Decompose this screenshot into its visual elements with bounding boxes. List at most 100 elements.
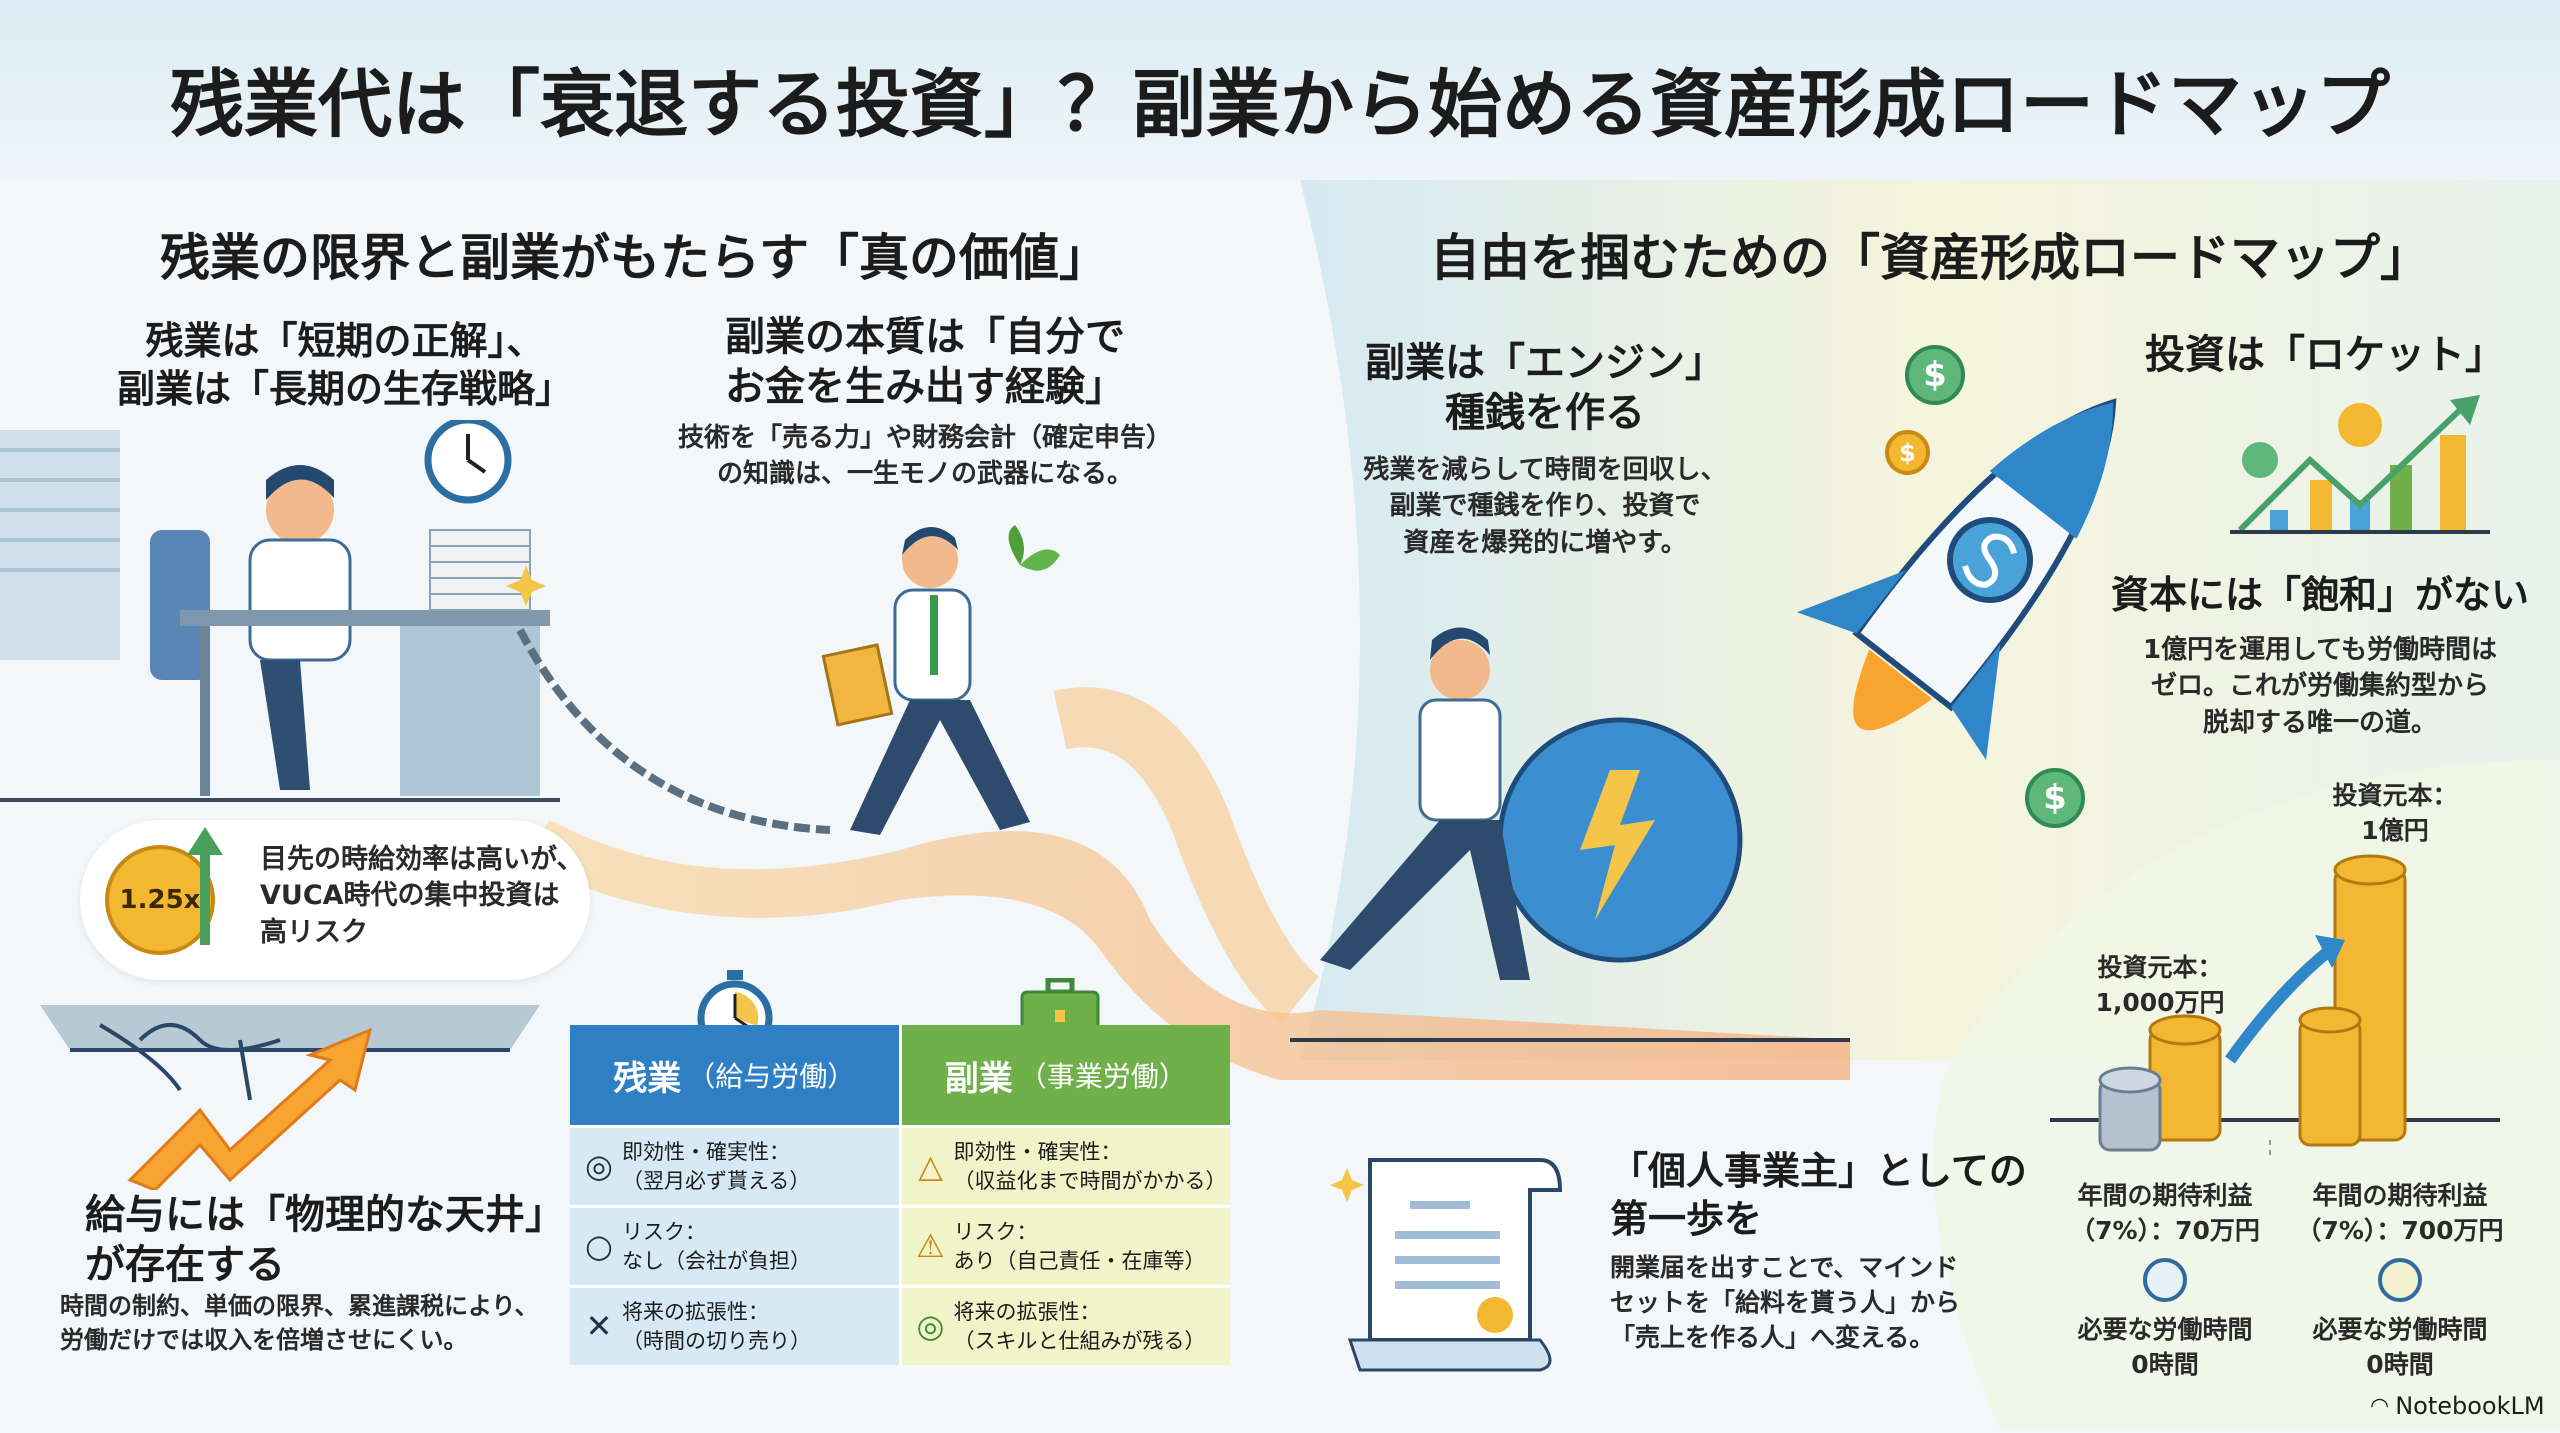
body-line: セットを「給料を貰う人」から xyxy=(1610,1288,1961,1317)
no-saturation-body: 1億円を運用しても労働時間は ゼロ。これが労働集約型から 脱却する唯一の道。 xyxy=(2110,632,2530,741)
right-section-heading: 自由を掴むための「資産形成ロードマップ」 xyxy=(1430,229,2430,287)
heading-line: 副業は「エンジン」 xyxy=(1365,340,1725,386)
principal-small-label: 投資元本： 1,000万円 xyxy=(2080,950,2240,1020)
clock-icon xyxy=(2143,1258,2187,1302)
body-line: 技術を「売る力」や財務会計（確定申告） xyxy=(677,423,1172,453)
sidejob-column-header: 副業（事業労働） xyxy=(898,1025,1230,1125)
stat-line: 必要な労働時間 xyxy=(2077,1315,2253,1344)
stat-line: （7%）：70万円 xyxy=(2070,1216,2260,1245)
no-saturation-heading: 資本には「飽和」がない xyxy=(2110,573,2529,617)
body-line: 高リスク xyxy=(260,916,368,948)
title-bar xyxy=(0,0,2560,180)
engine-body: 残業を減らして時間を回収し、 副業で種銭を作り、投資で 資産を爆発的に増やす。 xyxy=(1340,452,1750,561)
sidejob-essence-body: 技術を「売る力」や財務会計（確定申告） の知識は、一生モノの武器になる。 xyxy=(640,420,1210,493)
stat-line: （7%）：700万円 xyxy=(2296,1216,2504,1245)
rocket-heading: 投資は「ロケット」 xyxy=(2145,332,2505,378)
column-title: 副業 xyxy=(944,1058,1013,1099)
coin-multiplier-icon: 1.25x xyxy=(105,845,215,955)
column-title: 残業 xyxy=(613,1058,682,1099)
heading-line: が存在する xyxy=(85,1242,285,1288)
cell-value: （時間の切り売り） xyxy=(622,1328,811,1353)
sole-proprietor-body: 開業届を出すことで、マインド セットを「給料を貰う人」から 「売上を作る人」へ変… xyxy=(1610,1250,1960,1355)
heading-line: 副業は「長期の生存戦略」 xyxy=(116,366,573,411)
dollar-coin-icon: $ xyxy=(2025,768,2085,828)
body-line: ゼロ。これが労働集約型から xyxy=(2150,671,2489,702)
cell-label: 将来の拡張性： xyxy=(622,1300,769,1325)
label-line: 1億円 xyxy=(2361,816,2429,845)
double-circle-icon: ◎ xyxy=(585,1146,613,1185)
cell-label: 将来の拡張性： xyxy=(953,1300,1101,1325)
small-stack-stats: 年間の期待利益 （7%）：70万円 必要な労働時間 0時間 xyxy=(2060,1178,2270,1382)
cell-label: 即効性・確実性： xyxy=(953,1140,1122,1165)
notebooklm-brand: ◠ NotebookLM xyxy=(2370,1392,2545,1420)
large-stack-stats: 年間の期待利益 （7%）：700万円 必要な労働時間 0時間 xyxy=(2290,1178,2510,1382)
cell-value: なし（会社が負担） xyxy=(622,1248,811,1273)
body-line: の知識は、一生モノの武器になる。 xyxy=(716,459,1133,490)
body-line: 副業で種銭を作り、投資で xyxy=(1389,491,1701,522)
page-title: 残業代は「衰退する投資」？副業から始める資産形成ロードマップ xyxy=(170,62,2390,148)
body-line: 時間の制約、単価の限界、累進課税により、 xyxy=(60,1292,539,1320)
warning-icon: ⚠ xyxy=(916,1226,945,1265)
overtime-vs-sidejob-table: 残業（給与労働） 副業（事業労働） ◎ 即効性・確実性： （翌月必ず貰える） △ 即効… xyxy=(570,1025,1230,1365)
overtime-column-header: 残業（給与労働） xyxy=(570,1025,899,1125)
cell-label: リスク： xyxy=(953,1220,1038,1245)
rocket-and-engine-illustration xyxy=(1290,340,2210,1060)
label-line: 投資元本： xyxy=(2097,953,2223,982)
overtime-vs-sidejob-heading: 残業は「短期の正解」、 副業は「長期の生存戦略」 xyxy=(100,318,590,413)
heading-line: 残業は「短期の正解」、 xyxy=(145,319,545,363)
heading-line: 「個人事業主」としての xyxy=(1610,1149,2027,1193)
salary-ceiling-heading: 給与には「物理的な天井」 が存在する xyxy=(85,1190,565,1290)
body-line: 目先の時給効率は高いが、 xyxy=(260,844,584,875)
label-line: 1,000万円 xyxy=(2095,988,2225,1017)
column-subtitle: （事業労働） xyxy=(1018,1060,1187,1093)
left-section-heading: 残業の限界と副業がもたらす「真の価値」 xyxy=(160,229,1109,287)
sidejob-essence-heading: 副業の本質は「自分で お金を生み出す経験」 xyxy=(700,312,1150,412)
cell-value: （翌月必ず貰える） xyxy=(622,1168,811,1193)
heading-line: 副業の本質は「自分で xyxy=(725,314,1125,360)
heading-line: 第一歩を xyxy=(1610,1196,1763,1241)
circle-icon: ○ xyxy=(585,1226,613,1265)
body-line: 脱却する唯一の道。 xyxy=(2202,707,2437,738)
body-line: 残業を減らして時間を回収し、 xyxy=(1363,455,1727,485)
salary-ceiling-body: 時間の制約、単価の限界、累進課税により、 労働だけでは収入を倍増させにくい。 xyxy=(60,1290,539,1357)
cracked-ceiling-illustration xyxy=(40,1000,550,1192)
body-line: 1億円を運用しても労働時間は xyxy=(2142,635,2497,665)
table-row: ○ リスク： なし（会社が負担） ⚠ リスク： あり（自己責任・在庫等） xyxy=(570,1205,1230,1285)
principal-large-label: 投資元本： 1億円 xyxy=(2320,778,2470,848)
brand-label: NotebookLM xyxy=(2395,1392,2545,1420)
label-line: 投資元本： xyxy=(2332,781,2458,810)
body-line: 開業届を出すことで、マインド xyxy=(1610,1253,1959,1282)
coin-stacks-illustration xyxy=(2050,854,2500,1160)
sole-proprietor-heading: 「個人事業主」としての 第一歩を xyxy=(1610,1148,2027,1243)
body-line: 労働だけでは収入を倍増させにくい。 xyxy=(60,1325,468,1354)
dollar-coin-icon: $ xyxy=(1885,430,1930,475)
stat-line: 年間の期待利益 xyxy=(2312,1181,2488,1210)
cell-value: （収益化まで時間がかかる） xyxy=(953,1168,1227,1193)
body-line: VUCA時代の集中投資は xyxy=(260,880,560,912)
stat-line: 0時間 xyxy=(2366,1350,2434,1379)
cross-icon: ✕ xyxy=(585,1306,613,1345)
dollar-coin-icon: $ xyxy=(1905,345,1965,405)
body-line: 資産を爆発的に増やす。 xyxy=(1403,527,1687,558)
stat-line: 必要な労働時間 xyxy=(2312,1315,2488,1344)
double-circle-icon: ◎ xyxy=(916,1306,945,1345)
tired-worker-illustration xyxy=(0,416,560,810)
hourly-efficiency-bubble: 1.25x 目先の時給効率は高いが、 VUCA時代の集中投資は 高リスク xyxy=(80,820,590,980)
growth-chart-icon xyxy=(2230,395,2490,534)
cell-value: （スキルと仕組みが残る） xyxy=(953,1328,1206,1353)
heading-line: 給与には「物理的な天井」 xyxy=(85,1192,565,1238)
body-line: 「売上を作る人」へ変える。 xyxy=(1610,1323,1935,1352)
clock-icon xyxy=(2378,1258,2422,1302)
up-arrow-icon xyxy=(187,827,223,945)
heading-line: 種銭を作る xyxy=(1445,390,1645,436)
triangle-icon: △ xyxy=(918,1146,943,1185)
notebooklm-logo-icon: ◠ xyxy=(2370,1393,2390,1419)
cell-label: 即効性・確実性： xyxy=(622,1140,790,1165)
heading-line: お金を生み出す経験」 xyxy=(725,364,1125,410)
engine-heading: 副業は「エンジン」 種銭を作る xyxy=(1340,338,1750,438)
cell-value: あり（自己責任・在庫等） xyxy=(953,1248,1206,1273)
cell-label: リスク： xyxy=(622,1220,706,1245)
table-row: ◎ 即効性・確実性： （翌月必ず貰える） △ 即効性・確実性： （収益化まで時間がかかる… xyxy=(570,1125,1230,1205)
walking-man-with-chain-illustration xyxy=(500,520,1100,900)
column-subtitle: （給与労働） xyxy=(687,1060,856,1093)
